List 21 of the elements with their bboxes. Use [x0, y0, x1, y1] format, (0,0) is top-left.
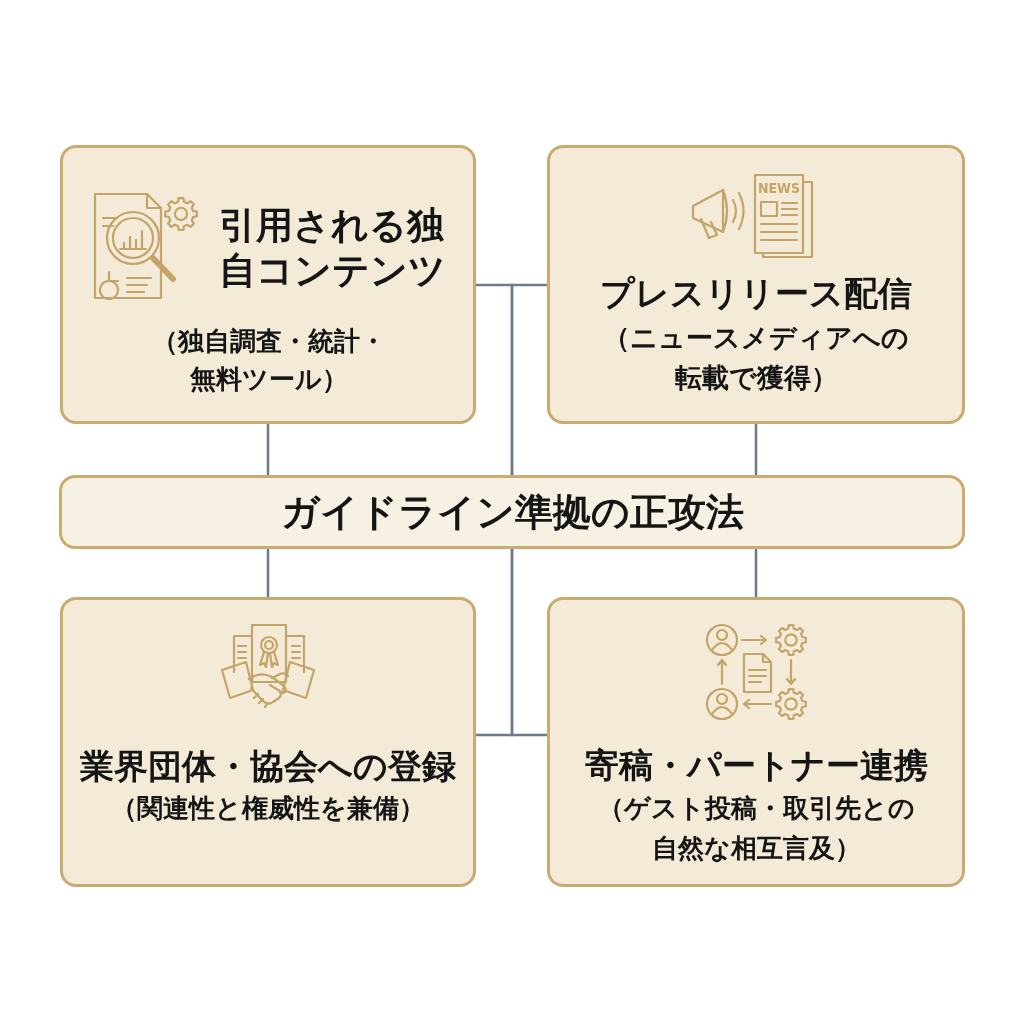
topic-card: [60, 597, 476, 887]
connector-line: [510, 283, 547, 475]
card-description: （ニュースメディアへの転載で獲得）: [602, 321, 910, 395]
connector-line: [266, 424, 270, 475]
topic-card: [547, 597, 965, 887]
card-title: 寄稿・パートナー連携: [584, 745, 928, 785]
connector-line: [266, 549, 270, 597]
topic-card: [547, 145, 965, 424]
connector-line: [754, 549, 758, 597]
connector-line: [510, 549, 547, 737]
newspaper-heading: NEWS: [757, 180, 801, 196]
card-description: （ゲスト投稿・取引先との自然な相互言及）: [596, 792, 916, 865]
card-description: （独自調査・統計・無料ツール）: [150, 325, 387, 396]
banner-title: ガイドライン準拠の正攻法: [280, 492, 744, 532]
connector-line: [754, 424, 758, 475]
card-title: 引用される独自コンテンツ: [219, 203, 447, 293]
card-description: （関連性と権威性を兼備）: [111, 792, 425, 825]
card-title: 業界団体・協会への登録: [80, 746, 456, 786]
center-banner: [59, 475, 965, 549]
topic-card: [60, 145, 476, 424]
card-title: プレスリリース配信: [600, 273, 912, 313]
